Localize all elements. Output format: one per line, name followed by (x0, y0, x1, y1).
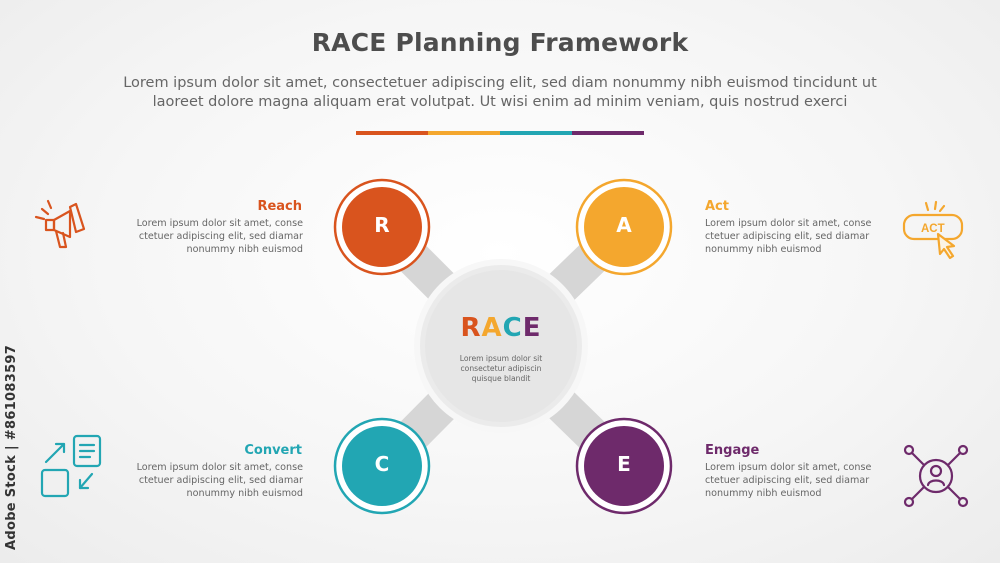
center-hub-inner (425, 270, 577, 422)
subtitle-line-1: Lorem ipsum dolor sit amet, consectetuer… (123, 75, 877, 91)
reach-description: Lorem ipsum dolor sit amet, conse ctetue… (113, 217, 303, 256)
act-description: Lorem ipsum dolor sit amet, conse ctetue… (705, 217, 895, 256)
act-heading: Act (705, 199, 729, 214)
reach-line-1: Lorem ipsum dolor sit amet, conse (136, 218, 303, 229)
center-text-line-3: quisque blandit (471, 374, 531, 383)
user-network-icon (903, 444, 969, 508)
act-line-1: Lorem ipsum dolor sit amet, conse (705, 218, 872, 229)
node-letter-act: A (616, 213, 632, 237)
node-convert (333, 417, 431, 515)
color-bar-reach (356, 131, 428, 135)
center-word: RACE (426, 313, 576, 343)
color-bar-engage (572, 131, 644, 135)
center-letter-r: R (460, 313, 482, 343)
reach-heading: Reach (257, 199, 302, 214)
center-text-line-1: Lorem ipsum dolor sit (459, 354, 543, 363)
convert-line-1: Lorem ipsum dolor sit amet, conse (136, 462, 303, 473)
color-bar-act (428, 131, 500, 135)
megaphone-icon (34, 199, 86, 249)
convert-heading: Convert (244, 443, 302, 458)
center-letter-c: C (502, 313, 523, 343)
node-letter-engage: E (617, 452, 631, 476)
center-text-line-2: consectetur adipiscin (460, 364, 542, 373)
node-engage (575, 417, 673, 515)
act-button-click-icon: ACT (902, 200, 964, 260)
center-letter-e: E (522, 313, 542, 343)
subtitle-line-2: laoreet dolore magna aliquam erat volutp… (152, 94, 848, 110)
color-bar-convert (500, 131, 572, 135)
reach-line-2: ctetuer adipiscing elit, sed diamar (138, 231, 303, 242)
page-title: RACE Planning Framework (311, 28, 689, 57)
engage-description: Lorem ipsum dolor sit amet, conse ctetue… (705, 461, 895, 500)
engage-line-2: ctetuer adipiscing elit, sed diamar (705, 475, 870, 486)
watermark-text: Adobe Stock | #861083597 (4, 344, 19, 550)
node-letter-reach: R (374, 213, 390, 237)
watermark: Adobe Stock | #861083597 (2, 322, 20, 552)
convert-line-2: ctetuer adipiscing elit, sed diamar (138, 475, 303, 486)
engage-heading: Engage (705, 443, 760, 458)
center-letter-a: A (481, 313, 503, 343)
center-description: Lorem ipsum dolor sit consectetur adipis… (426, 354, 576, 384)
convert-arrows-icon (40, 434, 102, 498)
act-line-2: ctetuer adipiscing elit, sed diamar (705, 231, 870, 242)
engage-line-3: nonummy nibh euismod (705, 488, 822, 499)
convert-description: Lorem ipsum dolor sit amet, conse ctetue… (113, 461, 303, 500)
act-icon-label: ACT (921, 223, 945, 235)
act-line-3: nonummy nibh euismod (705, 244, 822, 255)
reach-line-3: nonummy nibh euismod (186, 244, 303, 255)
node-reach (333, 178, 431, 276)
convert-line-3: nonummy nibh euismod (186, 488, 303, 499)
node-letter-convert: C (374, 452, 390, 476)
engage-line-1: Lorem ipsum dolor sit amet, conse (705, 462, 872, 473)
node-act (575, 178, 673, 276)
subtitle: Lorem ipsum dolor sit amet, consectetuer… (40, 74, 960, 112)
